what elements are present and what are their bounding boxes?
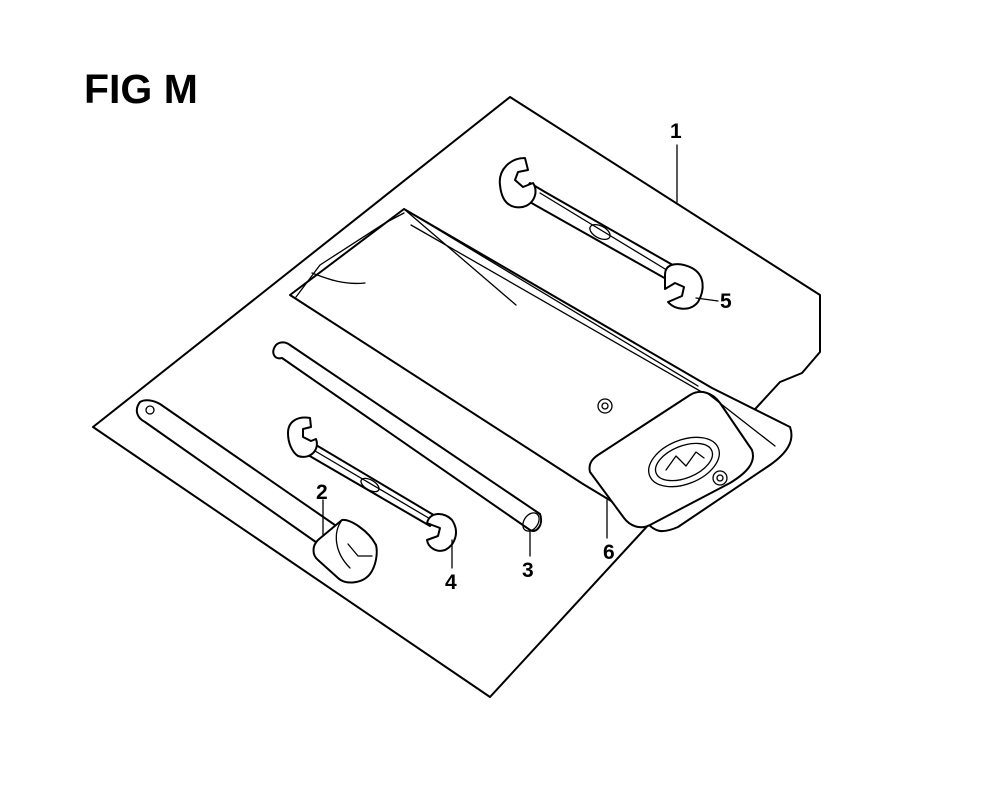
tool-bag <box>289 208 793 533</box>
callout-2: 2 <box>316 481 328 504</box>
bag-emblem-icon <box>648 436 720 488</box>
callout-leader-5 <box>695 297 719 302</box>
open-end-wrench-large <box>498 157 704 310</box>
callout-3: 3 <box>522 559 534 582</box>
open-end-wrench-small <box>287 416 457 552</box>
callout-5: 5 <box>720 290 732 313</box>
kit-boundary-outline <box>92 96 821 698</box>
spark-plug-wrench <box>135 399 378 584</box>
handle-bar <box>272 341 542 532</box>
bag-snap-button-icon <box>712 470 728 486</box>
callout-6: 6 <box>603 541 615 564</box>
figure-title: FIG M <box>84 66 198 112</box>
bag-snap-button-icon <box>597 398 613 414</box>
callout-4: 4 <box>445 571 457 594</box>
callout-1: 1 <box>670 120 682 143</box>
